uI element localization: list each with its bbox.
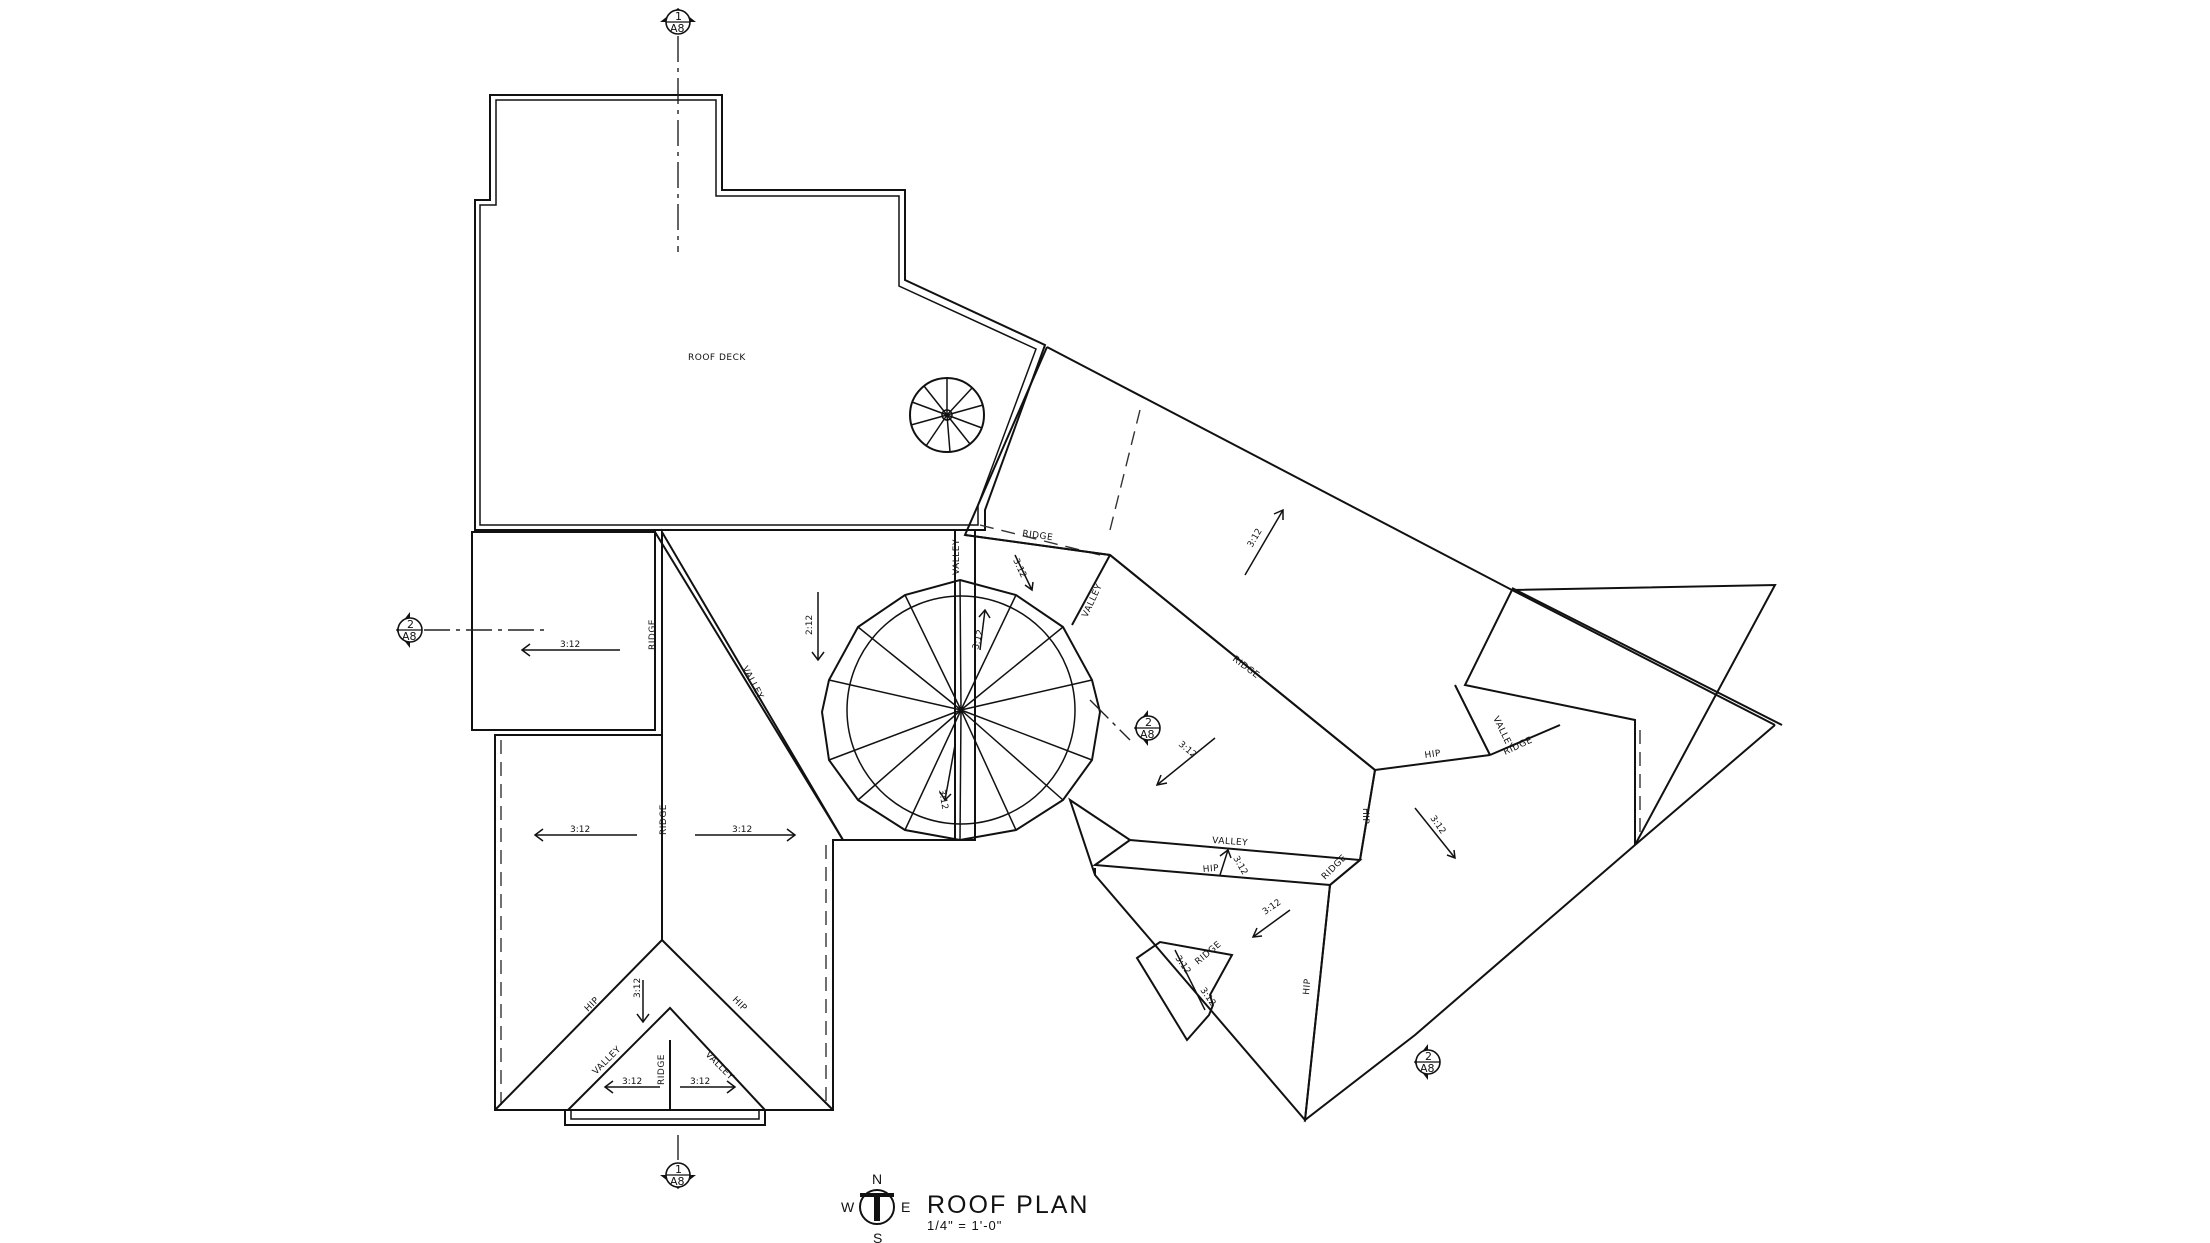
ridge-label: RIDGE <box>657 1054 667 1085</box>
ridge-label: RIDGE <box>1022 529 1054 543</box>
roof-deck: ROOF DECK <box>474 94 1047 531</box>
section-tag-sheet: A8 <box>402 630 417 643</box>
section-tag-southeast: 2 A8 <box>1414 1044 1441 1080</box>
plan-title: ROOF PLAN <box>927 1191 1089 1219</box>
pitch-label: 3:12 <box>1010 557 1028 580</box>
plan-scale: 1/4" = 1'-0" <box>927 1218 1002 1233</box>
section-tag-north: 1 A8 <box>660 8 696 252</box>
compass-w: W <box>841 1199 855 1215</box>
valley-label: VALLEY <box>591 1045 623 1077</box>
ridge-label: RIDGE <box>1230 654 1261 681</box>
roof-deck-label: ROOF DECK <box>688 353 746 363</box>
roof-west-wing: RIDGE 3:12 <box>471 531 658 731</box>
valley-label: VALLEY <box>1490 715 1515 752</box>
section-tag-number: 2 <box>407 618 414 631</box>
hip-label: HIP <box>1360 808 1370 824</box>
compass-e: E <box>901 1199 910 1215</box>
turret-ribs <box>828 579 1093 841</box>
hip-label: HIP <box>583 995 602 1014</box>
roof-turret: 3:12 3:12 <box>820 578 1131 842</box>
pitch-label: 3:12 <box>1261 898 1283 918</box>
pitch-label: 2:12 <box>805 615 815 635</box>
pitch-label: 3:12 <box>560 640 580 650</box>
pitch-label: 3:12 <box>1176 740 1198 761</box>
compass-s: S <box>873 1230 882 1243</box>
section-tag-number: 2 <box>1425 1050 1432 1063</box>
ridge-label: RIDGE <box>648 619 658 650</box>
section-tag-number: 1 <box>675 10 682 23</box>
pitch-label: 3:12 <box>732 825 752 835</box>
roof-south-block: RIDGE VALLEY HIP HIP RIDGE VALLEY VALLEY… <box>494 528 976 1126</box>
section-tag-sheet: A8 <box>1140 728 1155 741</box>
valley-label: VALLEY <box>1212 836 1249 848</box>
hip-label: HIP <box>1202 864 1219 875</box>
roof-pitch-212: 2:12 VALLEY <box>805 539 962 662</box>
pitch-label: 3:12 <box>622 1077 642 1087</box>
section-tag-number: 1 <box>675 1163 682 1176</box>
pitch-label: 3:12 <box>936 789 949 811</box>
section-tag-south: 1 A8 <box>660 1135 696 1189</box>
pitch-label: 3:12 <box>1173 954 1193 976</box>
pitch-label: 3:12 <box>971 629 986 651</box>
north-arrow: N S E W <box>841 1171 910 1243</box>
hip-label: HIP <box>1424 749 1442 761</box>
section-tag-number: 2 <box>1145 716 1152 729</box>
pitch-label: 3:12 <box>1230 855 1249 878</box>
section-tag-sheet: A8 <box>670 1175 685 1188</box>
roof-southeast: VALLEY HIP RIDGE HIP 3:12 3:12 RIDGE 3:1… <box>1068 797 1363 1123</box>
pitch-label: 3:12 <box>633 978 643 998</box>
section-tag-sheet: A8 <box>1420 1062 1435 1075</box>
spiral-stair <box>909 377 985 453</box>
section-tag-center: 2 A8 <box>1134 710 1161 746</box>
valley-label: VALLEY <box>952 539 962 575</box>
pitch-label: 3:12 <box>1428 814 1448 836</box>
pitch-label: 3:12 <box>570 825 590 835</box>
valley-label: VALLEY <box>739 665 765 701</box>
hip-label: HIP <box>1302 978 1313 995</box>
roof-northeast: RIDGE HIP RIDGE VALLEY HIP VALLEY RIDGE … <box>963 346 1783 1123</box>
section-tag-sheet: A8 <box>670 22 685 35</box>
compass-n: N <box>872 1171 882 1187</box>
section-tag-west: 2 A8 <box>396 612 550 648</box>
ridge-label: RIDGE <box>659 804 669 835</box>
pitch-label: 3:12 <box>690 1077 710 1087</box>
